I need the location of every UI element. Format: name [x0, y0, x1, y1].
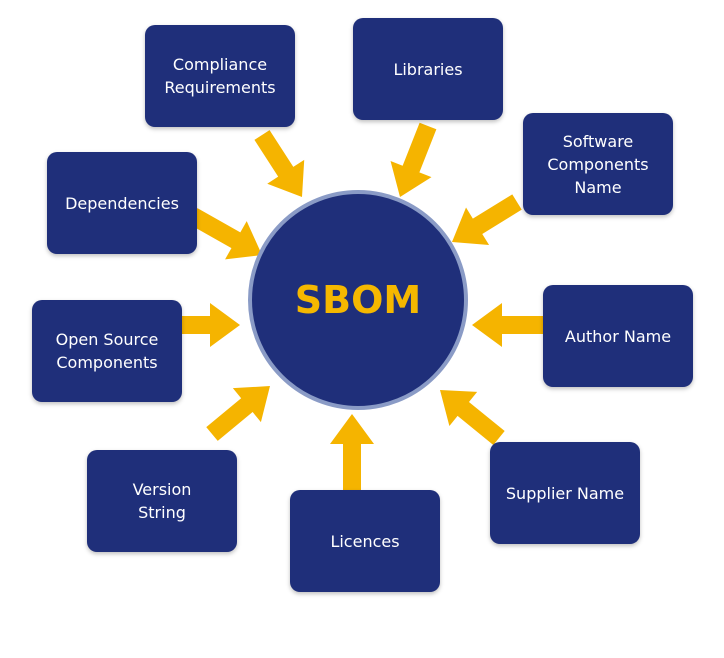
- node-compliance-requirements: Compliance Requirements: [145, 25, 295, 127]
- arrow-compliance-to-sbom: [254, 130, 305, 197]
- node-supplier-name: Supplier Name: [490, 442, 640, 544]
- node-open-source-components: Open Source Components: [32, 300, 182, 402]
- node-dependencies: Dependencies: [47, 152, 197, 254]
- sbom-label: SBOM: [294, 278, 422, 322]
- node-software-components-name: Software Components Name: [523, 113, 673, 215]
- node-version-string: Version String: [87, 450, 237, 552]
- node-licences: Licences: [290, 490, 440, 592]
- arrow-licences-to-sbom: [330, 414, 374, 490]
- arrow-supplier-to-sbom: [440, 390, 505, 445]
- arrow-author-to-sbom: [472, 303, 547, 347]
- node-author-name: Author Name: [543, 285, 693, 387]
- arrow-libraries-to-sbom: [390, 122, 437, 197]
- arrow-software-to-sbom: [452, 194, 522, 246]
- node-libraries: Libraries: [353, 18, 503, 120]
- arrow-opensource-to-sbom: [163, 303, 240, 347]
- sbom-center-circle: SBOM: [248, 190, 468, 410]
- arrow-version-to-sbom: [206, 386, 270, 441]
- arrow-dependencies-to-sbom: [188, 208, 262, 260]
